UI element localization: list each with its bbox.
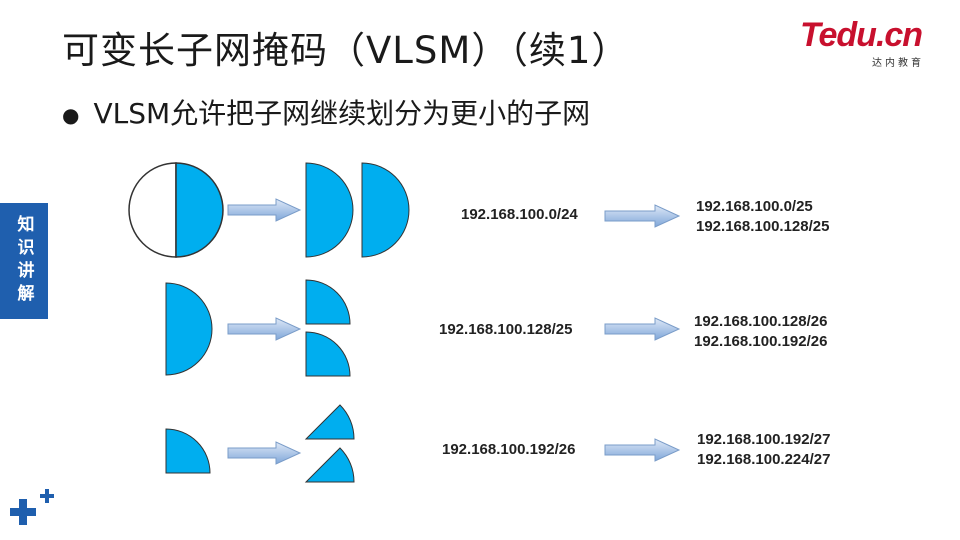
half-circle-1 <box>305 162 354 258</box>
quarter-circle-1 <box>305 279 351 325</box>
bullet-dot-icon: ● <box>62 103 80 127</box>
arrow-icon <box>227 198 302 222</box>
bullet-text: VLSM允许把子网继续划分为更小的子网 <box>93 97 591 130</box>
arrow-icon <box>604 317 681 341</box>
result-subnet-3a: 192.168.100.192/27 <box>697 431 831 448</box>
quarter-circle-source <box>165 428 211 474</box>
result-subnet-1b: 192.168.100.128/25 <box>696 218 830 235</box>
arrow-icon <box>227 441 302 465</box>
eighth-circle-1 <box>304 404 355 440</box>
quarter-circle-2 <box>305 331 351 377</box>
arrow-icon <box>604 204 681 228</box>
result-subnet-2a: 192.168.100.128/26 <box>694 313 828 330</box>
result-subnet-3b: 192.168.100.224/27 <box>697 451 831 468</box>
half-circle-2 <box>361 162 410 258</box>
source-subnet-2: 192.168.100.128/25 <box>439 321 573 338</box>
side-tab-label: 知识讲解 <box>13 215 34 307</box>
arrow-icon <box>604 438 681 462</box>
logo-main-text: Tedu.cn <box>800 16 923 54</box>
result-subnet-2b: 192.168.100.192/26 <box>694 333 828 350</box>
tedu-logo: Tedu.cn 达内教育 <box>800 16 940 76</box>
eighth-circle-2 <box>304 447 355 483</box>
source-subnet-3: 192.168.100.192/26 <box>442 441 576 458</box>
plus-logo-icon <box>10 489 54 525</box>
arrow-icon <box>227 317 302 341</box>
side-tab: 知识讲解 <box>0 203 48 319</box>
page-title: 可变长子网掩码（VLSM）（续1） <box>62 29 630 72</box>
half-circle-source <box>165 282 213 376</box>
bullet-point: ● VLSM允许把子网继续划分为更小的子网 <box>62 92 590 132</box>
full-network-circle <box>128 162 224 258</box>
result-subnet-1a: 192.168.100.0/25 <box>696 198 813 215</box>
logo-sub-text: 达内教育 <box>872 58 924 69</box>
source-subnet-1: 192.168.100.0/24 <box>461 206 578 223</box>
